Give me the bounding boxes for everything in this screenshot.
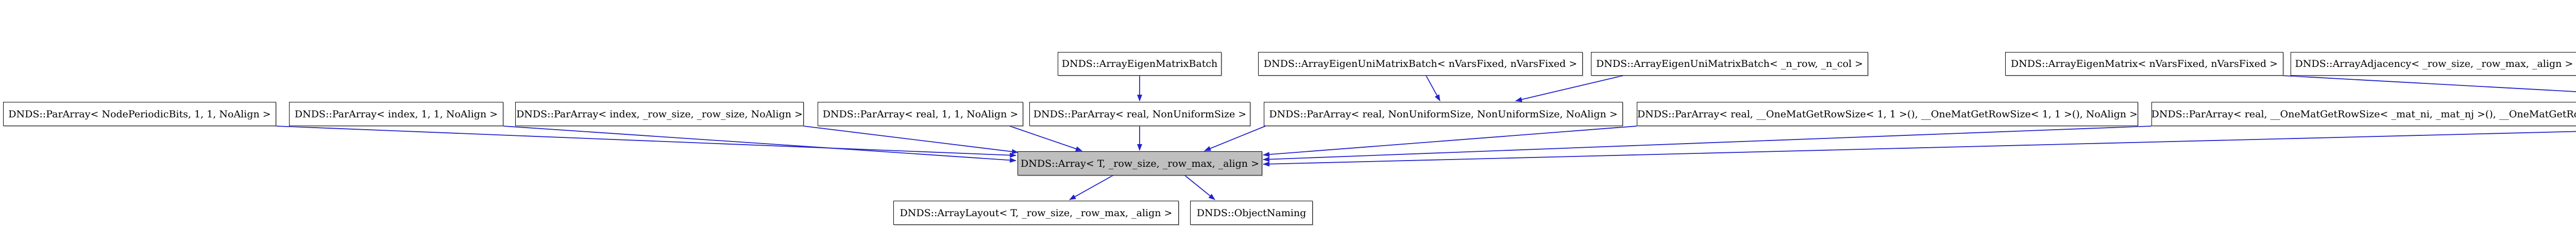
inheritance-edge-pararray-real-nonuniformsize-noalign--array-main <box>1204 126 1266 151</box>
inheritance-edge-pararray-t--array-main <box>1263 131 2576 167</box>
class-node-label: DNDS::ArrayLayout< T, _row_size, _row_ma… <box>900 207 1173 219</box>
inheritance-edge-pararray-nodeperiodicbits--array-main <box>276 126 1016 158</box>
class-node-pararray-index-1-1[interactable]: DNDS::ParArray< index, 1, 1, NoAlign > <box>289 102 503 126</box>
class-node-label: DNDS::ArrayEigenUniMatrixBatch< _n_row, … <box>1596 58 1863 69</box>
class-node-label: DNDS::Array< T, _row_size, _row_max, _al… <box>1021 157 1259 169</box>
class-node-label: DNDS::ArrayEigenMatrixBatch <box>1061 58 1218 69</box>
class-node-pararray-index-rowsize[interactable]: DNDS::ParArray< index, _row_size, _row_s… <box>515 102 804 126</box>
class-node-array-eigen-uni-matrix-batch-nrow[interactable]: DNDS::ArrayEigenUniMatrixBatch< _n_row, … <box>1591 52 1868 76</box>
inheritance-edge-pararray-real-onemat-matni--array-main <box>1263 126 2152 162</box>
class-node-label: DNDS::ParArray< index, 1, 1, NoAlign > <box>294 108 498 120</box>
inheritance-edge-pararray-index-rowsize--array-main <box>803 126 1019 154</box>
class-node-label: DNDS::ArrayAdjacency< _row_size, _row_ma… <box>2295 58 2573 69</box>
inheritance-edge-array-eigen-uni-matrix-batch-nvarsfixed--pararray-real-nonuniformsize-noalign <box>1426 75 1440 101</box>
class-node-array-layout[interactable]: DNDS::ArrayLayout< T, _row_size, _row_ma… <box>893 201 1179 225</box>
class-node-label: DNDS::ParArray< real, NonUniformSize, No… <box>1269 108 1618 120</box>
class-node-label: DNDS::ParArray< real, __OneMatGetRowSize… <box>2151 108 2576 120</box>
class-node-pararray-real-nonuniformsize[interactable]: DNDS::ParArray< real, NonUniformSize > <box>1029 102 1250 126</box>
class-node-array-main[interactable]: DNDS::Array< T, _row_size, _row_max, _al… <box>1018 151 1262 176</box>
class-node-array-adjacency-rowsize[interactable]: DNDS::ArrayAdjacency< _row_size, _row_ma… <box>2291 52 2576 76</box>
inheritance-edge-array-main--object-naming <box>1184 175 1215 200</box>
inheritance-edge-pararray-index-1-1--array-main <box>503 126 1016 163</box>
class-node-array-eigen-matrix-batch[interactable]: DNDS::ArrayEigenMatrixBatch <box>1058 52 1222 76</box>
class-node-label: DNDS::ParArray< NodePeriodicBits, 1, 1, … <box>8 108 271 120</box>
class-node-label: DNDS::ObjectNaming <box>1196 207 1307 219</box>
inheritance-edge-pararray-real-1-1--array-main <box>1009 126 1082 151</box>
class-node-label: DNDS::ArrayEigenMatrix< nVarsFixed, nVar… <box>2010 58 2278 69</box>
class-node-label: DNDS::ParArray< index, _row_size, _row_s… <box>516 108 803 120</box>
class-node-pararray-real-nonuniformsize-noalign[interactable]: DNDS::ParArray< real, NonUniformSize, No… <box>1264 102 1623 126</box>
class-node-object-naming[interactable]: DNDS::ObjectNaming <box>1190 201 1313 225</box>
inheritance-edge-array-main--array-layout <box>1069 175 1113 200</box>
inheritance-edge-array-eigen-uni-matrix-batch-nrow--pararray-real-nonuniformsize-noalign <box>1515 75 1623 102</box>
class-node-label: DNDS::ParArray< real, __OneMatGetRowSize… <box>1637 108 2138 120</box>
class-node-pararray-real-onemat-matni[interactable]: DNDS::ParArray< real, __OneMatGetRowSize… <box>2151 102 2576 126</box>
class-node-label: DNDS::ParArray< real, NonUniformSize > <box>1033 108 1247 120</box>
inheritance-edge-array-eigen-matrix-nvarsfixed--pararray-t <box>2283 75 2576 93</box>
class-node-pararray-real-onemat-1-1[interactable]: DNDS::ParArray< real, __OneMatGetRowSize… <box>1637 102 2138 126</box>
class-node-label: DNDS::ArrayEigenUniMatrixBatch< nVarsFix… <box>1263 58 1578 69</box>
class-node-array-eigen-matrix-nvarsfixed[interactable]: DNDS::ArrayEigenMatrix< nVarsFixed, nVar… <box>2005 52 2283 76</box>
class-node-label: DNDS::ParArray< real, 1, 1, NoAlign > <box>822 108 1019 120</box>
class-node-pararray-real-1-1[interactable]: DNDS::ParArray< real, 1, 1, NoAlign > <box>818 102 1023 126</box>
class-node-pararray-nodeperiodicbits[interactable]: DNDS::ParArray< NodePeriodicBits, 1, 1, … <box>3 102 276 126</box>
inheritance-edge-pararray-real-onemat-1-1--array-main <box>1263 126 1637 157</box>
class-node-array-eigen-uni-matrix-batch-nvarsfixed[interactable]: DNDS::ArrayEigenUniMatrixBatch< nVarsFix… <box>1258 52 1583 76</box>
